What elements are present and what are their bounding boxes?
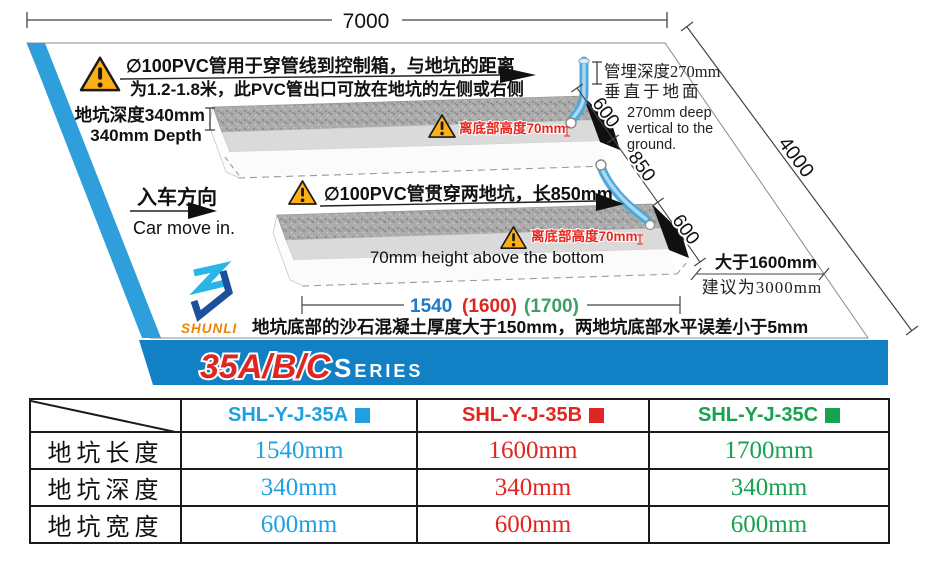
row-label: 地坑宽度 (29, 505, 182, 544)
pit-2-height-warning: 离底部高度70mm 70mm height above the bottom (370, 226, 643, 267)
arrow-right-icon (596, 193, 624, 211)
pipe-depth-note: 管埋深度270mm 垂直于地面 270mm deep vertical to t… (592, 61, 721, 153)
height70-text: 离底部高度70mm (459, 120, 566, 136)
pipe-hole (595, 159, 607, 171)
suggest-3000-label: 建议为3000mm (702, 278, 822, 297)
cell-value: 340mm (648, 468, 890, 507)
pipe-depth-cn1: 管埋深度270mm (604, 62, 721, 81)
model-b-swatch (589, 408, 605, 423)
cell-value: 1540mm (180, 431, 418, 470)
pit-depth-label: 地坑深度340mm 340mm Depth (75, 105, 215, 145)
dimension-pit-length: 1540 (1600) (1700) (301, 296, 681, 317)
depth-cn: 地坑深度340mm (75, 105, 205, 125)
pit-1-height-warning: 离底部高度70mm (428, 114, 570, 138)
pipe-hole (565, 117, 577, 129)
dim-7000-label: 7000 (343, 10, 390, 33)
cell-value: 600mm (180, 505, 418, 544)
warning-2: ∅100PVC管贯穿两地坑，长850mm (288, 180, 624, 211)
model-c-label: SHL-Y-J-35C (697, 404, 819, 426)
cell-value: 1600mm (416, 431, 650, 470)
warning-2-text: ∅100PVC管贯穿两地坑，长850mm (324, 183, 613, 204)
warning-1: ∅100PVC管用于穿管线到控制箱，与地坑的距离 为1.2-1.8米，此PVC管… (79, 55, 536, 99)
model-a-swatch (355, 408, 371, 423)
pit-2-end-cap (652, 204, 689, 258)
pipe-depth-cn2: 垂直于地面 (604, 82, 702, 101)
model-c-swatch (825, 408, 841, 423)
car-direction: 入车方向 Car move in. (130, 185, 235, 238)
len-1540-label: 1540 (410, 296, 452, 317)
shunli-logo: SHUNLI (181, 261, 237, 336)
pipe-depth-en1: 270mm deep (627, 105, 712, 121)
dimension-4000 (680, 21, 919, 336)
banner-series: Series (334, 353, 423, 383)
dimension-7000 (26, 12, 668, 28)
diagonal-divider (32, 401, 179, 430)
cell-value: 340mm (180, 468, 418, 507)
header-model-a: SHL-Y-J-35A (180, 398, 418, 433)
len-1700-label: (1700) (524, 296, 579, 317)
pipe-hole (644, 219, 656, 231)
row-label: 地坑长度 (29, 431, 182, 470)
model-b-label: SHL-Y-J-35B (461, 404, 583, 426)
warning-1-line1: ∅100PVC管用于穿管线到控制箱，与地坑的距离 (126, 55, 515, 76)
installation-diagram: 7000 4000 ∅100PVC管用于穿管线到控制箱，与地坑的距离 为1.2-… (26, 10, 919, 388)
table-row: 地坑宽度 600mm 600mm 600mm (29, 505, 890, 544)
concrete-note: 地坑底部的沙石混凝土厚度大于150mm，两地坑底部水平误差小于5mm (252, 317, 808, 337)
dim-4000-label: 4000 (774, 133, 818, 182)
gt-1600-label: 大于1600mm (715, 252, 817, 272)
header-model-c: SHL-Y-J-35C (648, 398, 890, 433)
car-cn: 入车方向 (137, 185, 217, 209)
logo-mark-light (189, 261, 232, 296)
table-row: 地坑长度 1540mm 1600mm 1700mm (29, 431, 890, 470)
pipe-depth-en2: vertical to the (627, 121, 713, 137)
banner-model: 35A/B/C (200, 348, 331, 386)
table-row: 地坑深度 340mm 340mm 340mm (29, 468, 890, 507)
model-a-label: SHL-Y-J-35A (227, 404, 349, 426)
row-label: 地坑深度 (29, 468, 182, 507)
spec-table: SHL-Y-J-35A SHL-Y-J-35B SHL-Y-J-35C 地坑长度… (29, 398, 890, 544)
table-corner-cell (29, 398, 182, 433)
table-header-row: SHL-Y-J-35A SHL-Y-J-35B SHL-Y-J-35C (29, 398, 890, 433)
depth-en: 340mm Depth (90, 126, 201, 145)
car-en: Car move in. (133, 218, 235, 238)
height70-text: 离底部高度70mm (531, 228, 638, 244)
warning-1-line2: 为1.2-1.8米，此PVC管出口可放在地坑的左侧或右侧 (130, 79, 524, 99)
header-model-b: SHL-Y-J-35B (416, 398, 650, 433)
logo-mark-dark (190, 270, 234, 322)
pit-1 (208, 95, 620, 179)
cell-value: 600mm (648, 505, 890, 544)
cell-value: 340mm (416, 468, 650, 507)
pipe-depth-en3: ground. (627, 137, 676, 153)
pvc-pipe-2 (595, 159, 656, 231)
distance-to-wall: 大于1600mm 建议为3000mm (690, 252, 830, 297)
pvc-pipe-1 (565, 56, 590, 129)
arrow-right-icon (188, 202, 217, 219)
height70-en: 70mm height above the bottom (370, 248, 604, 267)
cell-value: 600mm (416, 505, 650, 544)
platform-left-edge-stripe (27, 43, 161, 338)
logo-text: SHUNLI (181, 321, 237, 336)
arrow-right-icon (500, 67, 536, 83)
series-banner: 35A/B/C Series (139, 340, 888, 388)
len-1600-label: (1600) (462, 296, 517, 317)
cell-value: 1700mm (648, 431, 890, 470)
pit-2 (272, 203, 689, 287)
